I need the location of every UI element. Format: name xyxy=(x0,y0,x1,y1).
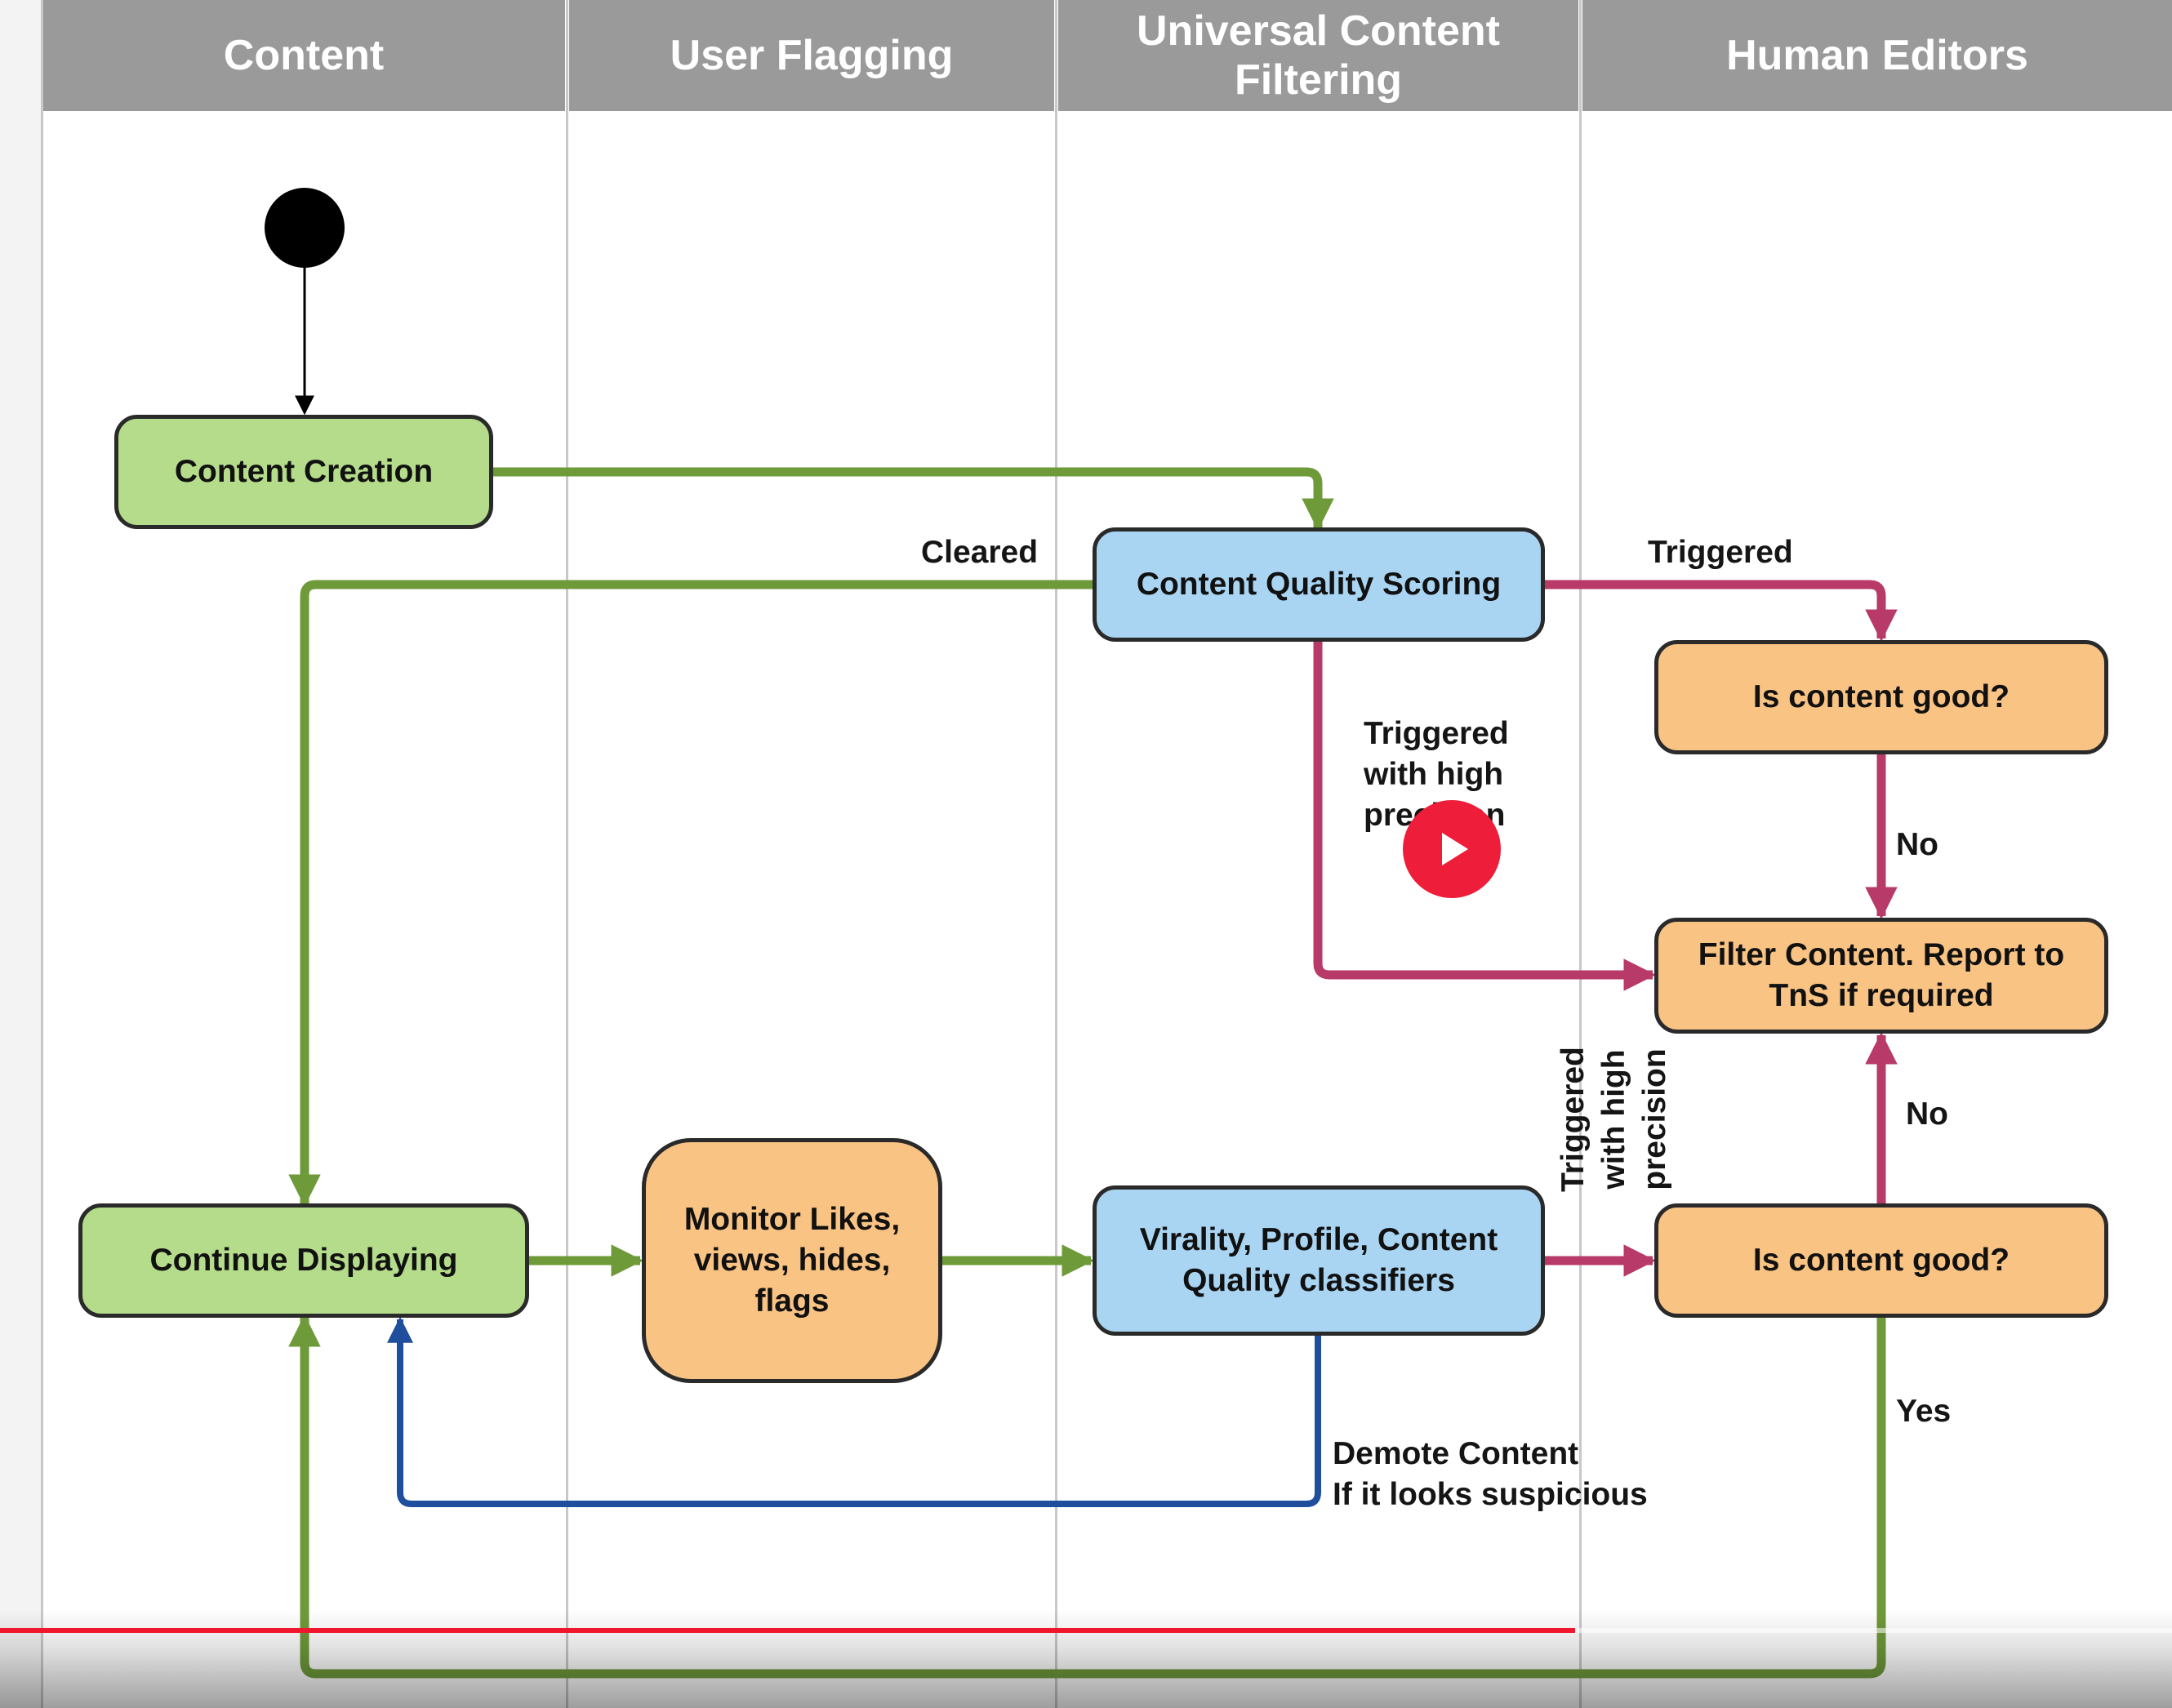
edge-high-precision xyxy=(1313,640,1656,991)
edge-label-triggered-high-precision-vertical: Triggered with high precision xyxy=(1556,1047,1672,1192)
edge-creation-to-scoring xyxy=(493,467,1334,531)
node-filter-content: Filter Content. Report to TnS if require… xyxy=(1654,918,2108,1034)
lane-header-user-flagging: User Flagging xyxy=(569,0,1054,111)
lane-divider xyxy=(1055,0,1057,1708)
node-content-creation: Content Creation xyxy=(114,415,493,529)
edge-label-yes: Yes xyxy=(1896,1394,1952,1429)
lane-divider xyxy=(566,0,568,1708)
edge-label-demote: Demote Content If it looks suspicious xyxy=(1333,1436,1648,1512)
node-is-content-good-bottom: Is content good? xyxy=(1654,1203,2108,1318)
edge-demote xyxy=(387,1316,1321,1507)
lane-divider xyxy=(41,0,43,1708)
start-node xyxy=(265,188,345,268)
lane-header-universal-content-filtering: Universal Content Filtering xyxy=(1058,0,1578,111)
node-classifiers: Virality, Profile, Content Quality class… xyxy=(1093,1185,1545,1336)
node-continue-displaying: Continue Displaying xyxy=(78,1203,529,1318)
play-icon xyxy=(1442,833,1468,865)
video-control-bar xyxy=(0,1610,2172,1708)
lane-header-human-editors: Human Editors xyxy=(1582,0,2172,111)
edge-label-no-bottom: No xyxy=(1906,1096,1948,1132)
play-button[interactable] xyxy=(1403,800,1501,898)
edge-label-cleared: Cleared xyxy=(921,535,1039,570)
node-content-quality-scoring: Content Quality Scoring xyxy=(1093,527,1545,642)
node-is-content-good-top: Is content good? xyxy=(1654,640,2108,754)
edge-yes xyxy=(288,1314,1886,1679)
edge-triggered xyxy=(1543,580,1898,642)
edge-label-triggered: Triggered xyxy=(1648,535,1793,570)
video-progress-fill[interactable] xyxy=(0,1628,1575,1633)
lane-header-content: Content xyxy=(42,0,565,111)
edge-cleared xyxy=(288,580,1093,1207)
lane-divider xyxy=(1579,0,1582,1708)
edge-label-no-top: No xyxy=(1896,827,1938,862)
node-monitor-likes: Monitor Likes, views, hides, flags xyxy=(642,1138,942,1383)
